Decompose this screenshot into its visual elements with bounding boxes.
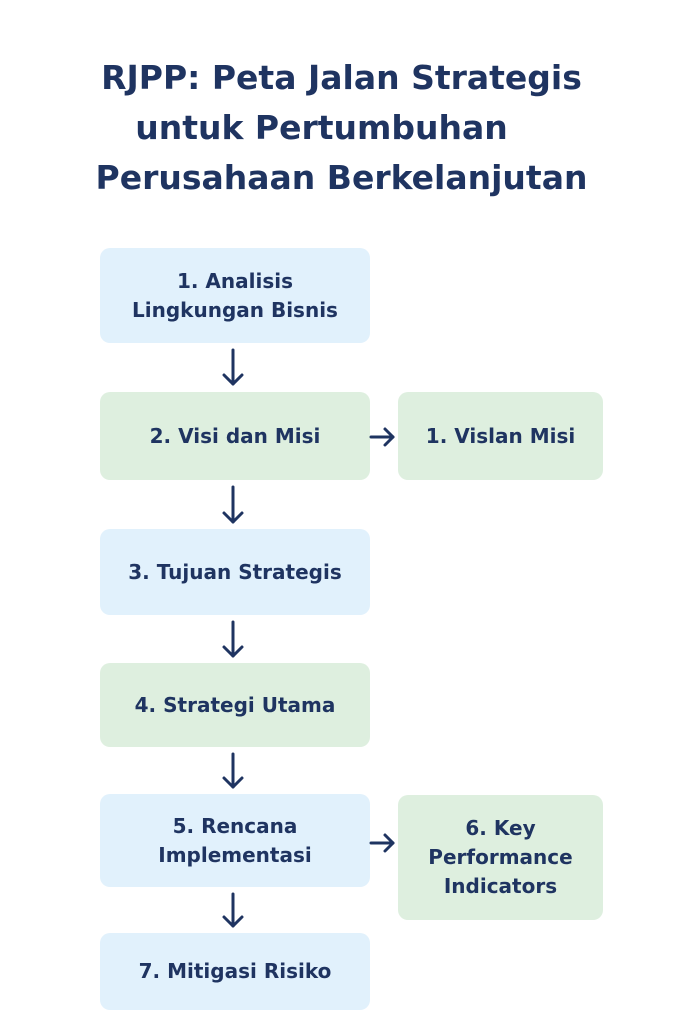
- arrow-right-icon: [369, 833, 395, 853]
- node-label: 2. Visi dan Misi: [149, 423, 321, 448]
- node-mitigasi-risiko: 7. Mitigasi Risiko: [100, 933, 370, 1010]
- node-strategi-utama: 4. Strategi Utama: [100, 663, 370, 747]
- node-label: Indicators: [443, 874, 558, 898]
- node-tujuan-strategis: 3. Tujuan Strategis: [100, 529, 370, 615]
- arrow-right-icon: [369, 427, 395, 447]
- node-label: 3. Tujuan Strategis: [128, 559, 342, 584]
- title-line-3: Perusahaan Berkelanjutan: [95, 158, 588, 197]
- arrow-down-icon: [222, 485, 244, 524]
- node-label: Lingkungan Bisnis: [132, 297, 338, 322]
- node-visi-misi: 2. Visi dan Misi: [100, 392, 370, 480]
- arrow-down-icon: [222, 348, 244, 386]
- node-label: 7. Mitigasi Risiko: [138, 959, 332, 983]
- node-label: 5. Rencana: [172, 813, 298, 838]
- node-label: 1. Analisis: [176, 268, 294, 293]
- title-line-1: RJPP: Peta Jalan Strategis: [101, 58, 582, 97]
- arrow-down-icon: [222, 752, 244, 789]
- node-label: 1. Vislan Misi: [425, 423, 576, 448]
- node-label: Implementasi: [158, 842, 312, 867]
- node-label: Performance: [428, 845, 573, 869]
- page-title: RJPP: Peta Jalan Strategis untuk Pertumb…: [0, 53, 683, 203]
- title-line-2: untuk Pertumbuhan: [135, 108, 508, 147]
- arrow-down-icon: [222, 892, 244, 928]
- node-vislan-misi: 1. Vislan Misi: [398, 392, 603, 480]
- node-label: 6. Key: [465, 816, 536, 840]
- node-label: 4. Strategi Utama: [134, 692, 336, 717]
- arrow-down-icon: [222, 620, 244, 658]
